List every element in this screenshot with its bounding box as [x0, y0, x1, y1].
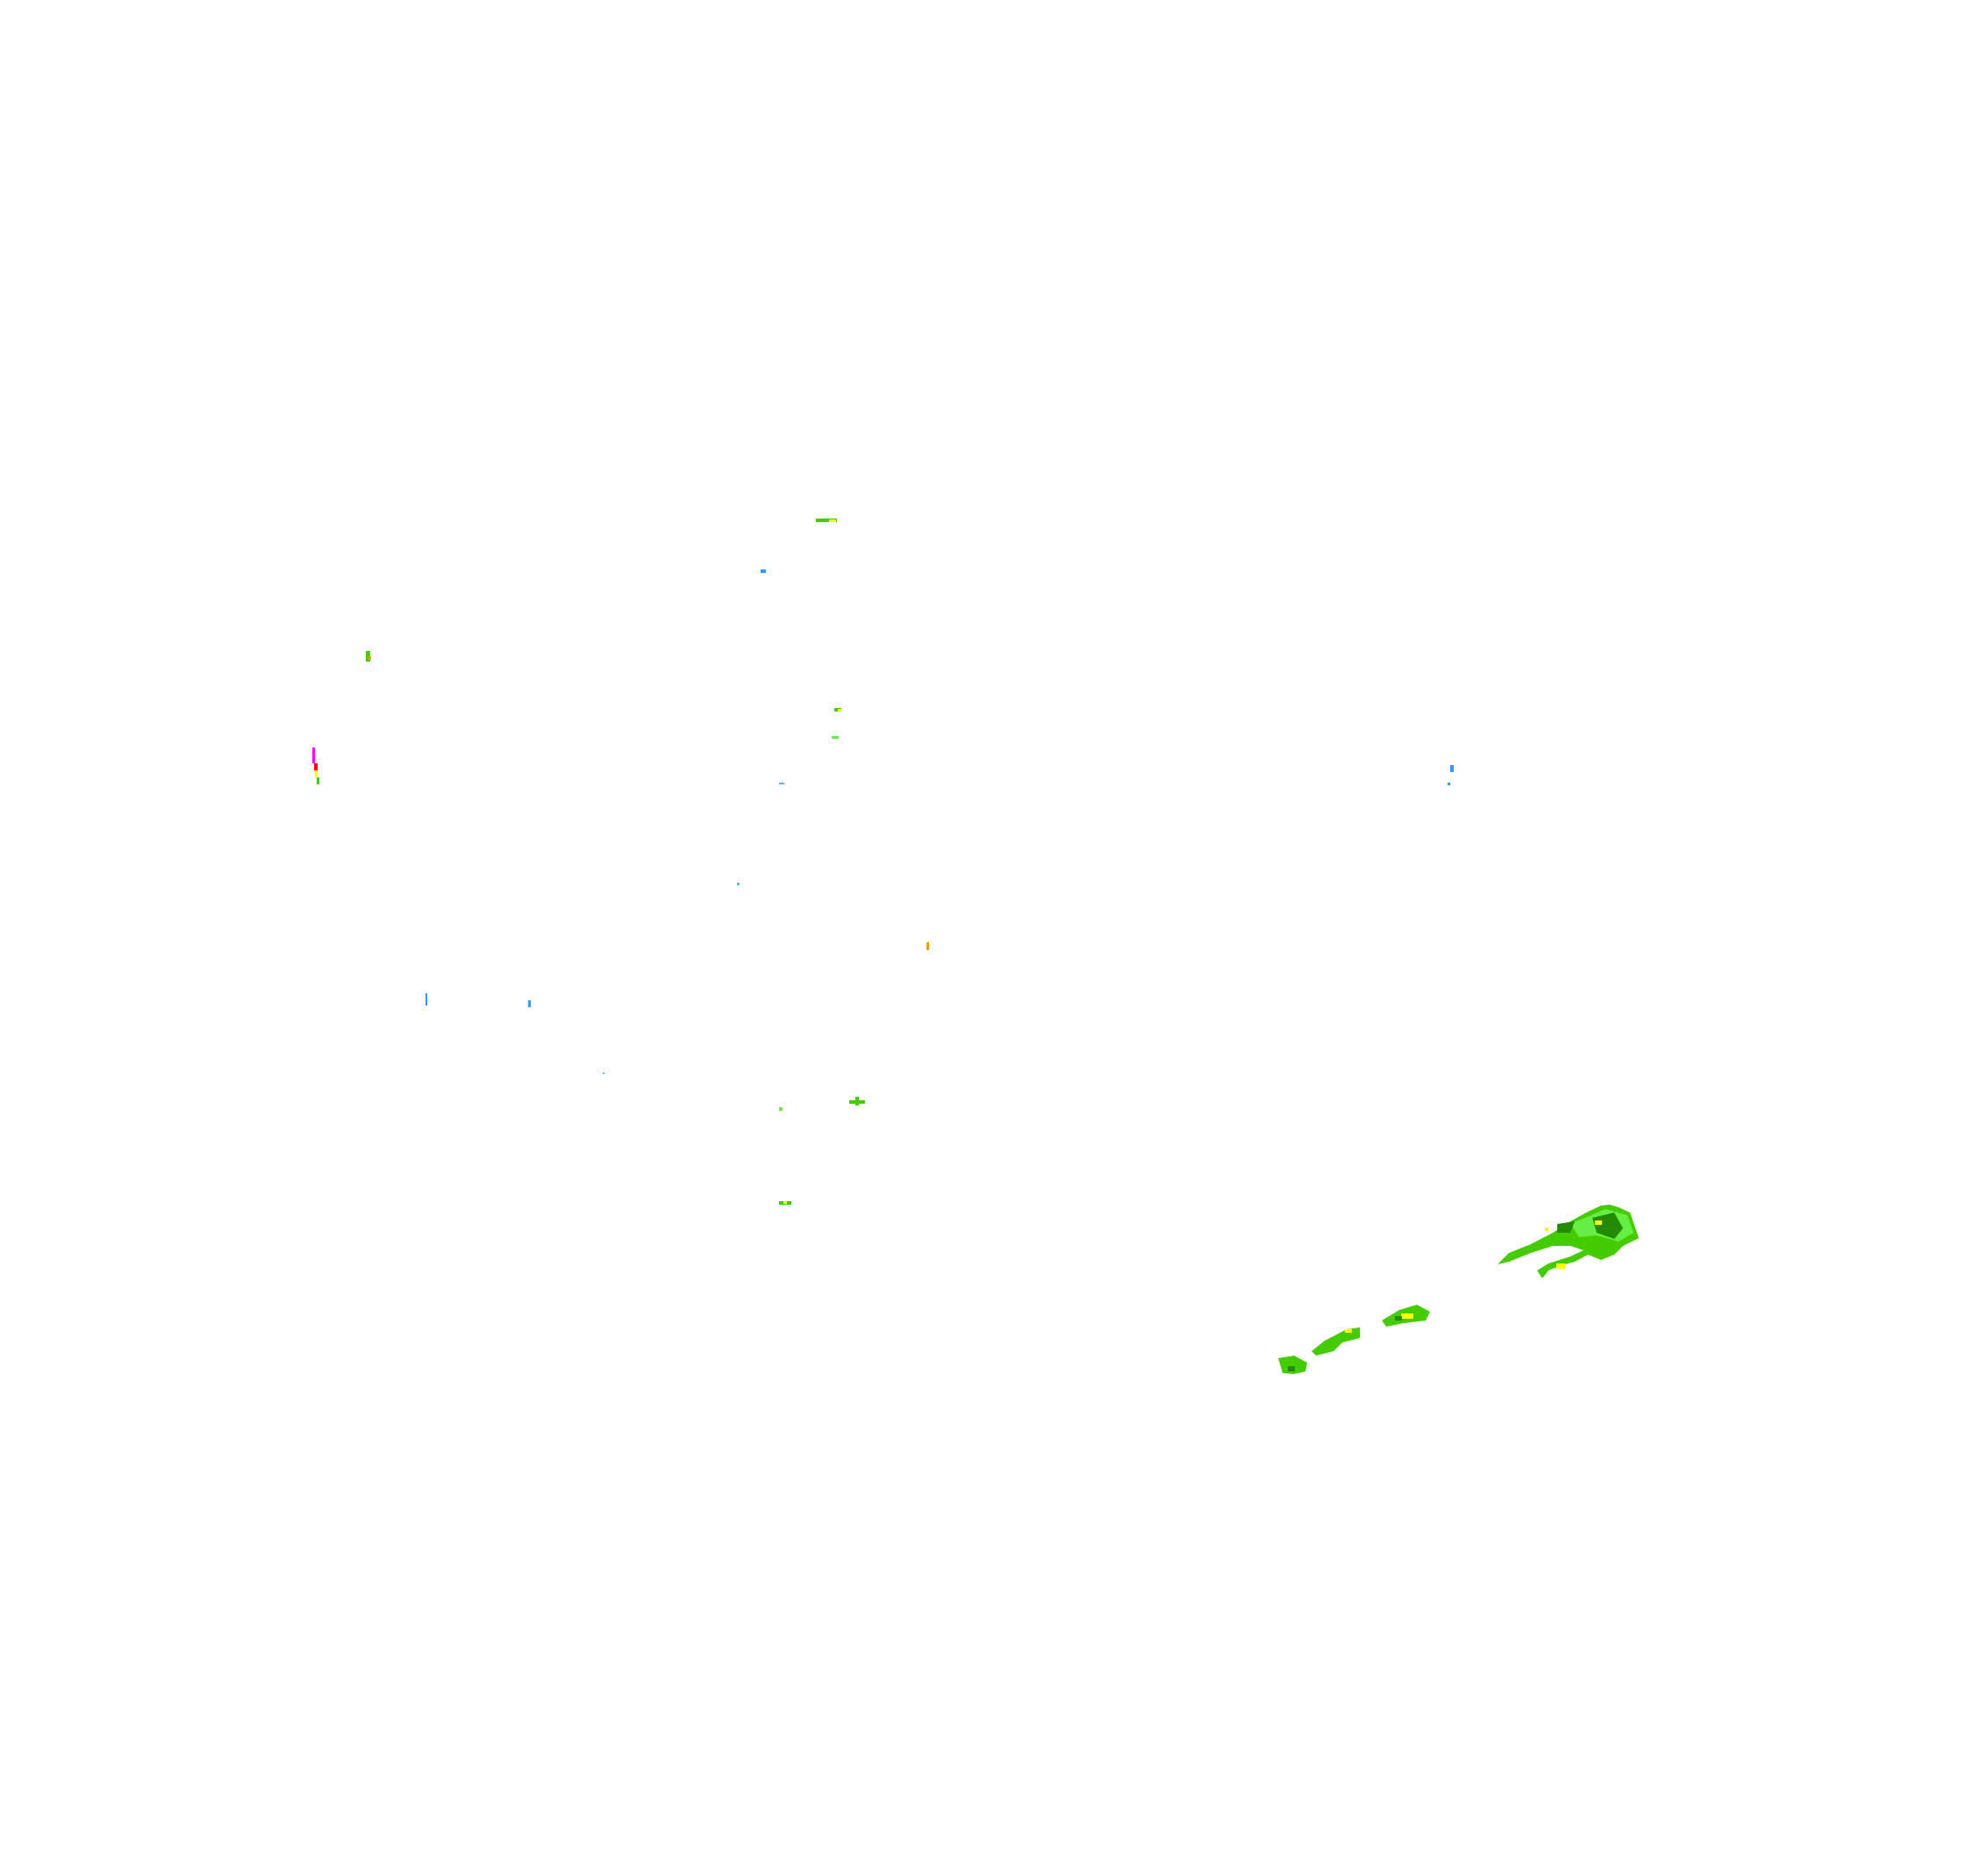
radar-echo — [368, 656, 371, 660]
storm-cell-sw2 — [1312, 1328, 1360, 1356]
radar-echo — [855, 1097, 859, 1106]
radar-echo — [603, 1072, 604, 1074]
storm-cell-main-core — [1557, 1221, 1575, 1233]
radar-echo — [528, 1000, 531, 1007]
storm-cell-main-peak — [1545, 1227, 1548, 1231]
radar-echo — [1448, 783, 1450, 785]
radar-echo — [1288, 1366, 1295, 1371]
radar-echo — [314, 763, 318, 770]
radar-echo — [926, 942, 929, 950]
radar-echo — [1401, 1313, 1413, 1319]
radar-echo — [816, 519, 837, 522]
radar-echo — [779, 1107, 783, 1111]
radar-echo — [1450, 765, 1454, 772]
radar-echo — [737, 883, 740, 885]
storm-cell-sw1 — [1278, 1356, 1307, 1374]
radar-echo — [838, 709, 841, 712]
radar-echo — [315, 770, 318, 777]
radar-echo — [425, 993, 427, 1005]
radar-echo — [317, 777, 319, 784]
radar-echo — [312, 748, 315, 763]
radar-echo — [366, 651, 370, 662]
radar-echo — [832, 736, 839, 739]
storm-cell-main-core — [1592, 1213, 1623, 1239]
radar-echoes — [312, 519, 1639, 1374]
radar-echo — [783, 1201, 787, 1204]
radar-echo — [1395, 1316, 1402, 1320]
radar-echo — [829, 519, 836, 522]
storm-cell-main-peak — [1595, 1220, 1602, 1225]
radar-echo — [779, 783, 784, 784]
radar-echo — [1345, 1329, 1352, 1333]
storm-cell-main-peak — [1556, 1263, 1565, 1269]
radar-echo — [761, 569, 766, 573]
